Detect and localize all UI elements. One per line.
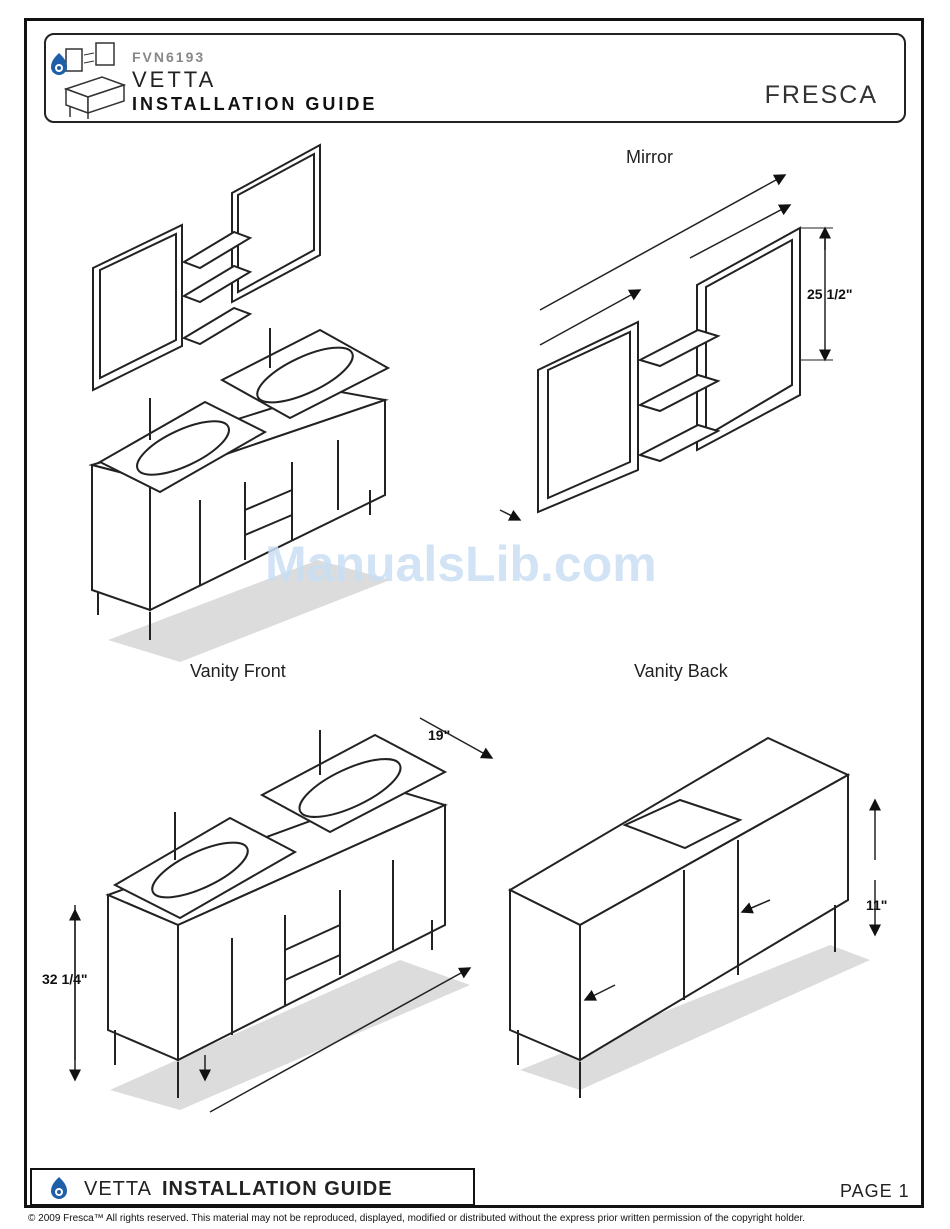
footer-guide-title: INSTALLATION GUIDE [162, 1178, 393, 1200]
copyright-notice: © 2009 Fresca™ All rights reserved. This… [28, 1213, 806, 1224]
brand-name: FRESCA [764, 81, 878, 109]
vanity-back-label: Vanity Back [634, 661, 728, 681]
footer-title-box: VETTA INSTALLATION GUIDE [30, 1168, 475, 1206]
mirror-illustration [499, 174, 833, 521]
fresca-logo-icon [51, 1177, 67, 1199]
footer-series: VETTA [84, 1178, 152, 1200]
watermark-text: ManualsLib.com [265, 536, 657, 592]
mirror-label: Mirror [626, 147, 673, 167]
title-header: FVN6193 VETTA INSTALLATION GUIDE FRESCA [44, 33, 906, 123]
assembled-vanity-illustration [88, 143, 391, 662]
vanity-back-illustration [507, 736, 881, 1098]
mirror-height-dimension: 25 1/2" [807, 286, 853, 302]
vanity-height-dimension: 32 1/4" [42, 971, 88, 987]
page-number: PAGE 1 [840, 1181, 910, 1201]
fresca-logo-icon [51, 53, 67, 75]
page-frame [24, 18, 924, 1208]
guide-title: INSTALLATION GUIDE [132, 94, 378, 114]
vanity-depth-dimension: 19" [428, 727, 450, 743]
back-gap-dimension: 11" [866, 897, 887, 913]
vanity-front-illustration [69, 717, 494, 1113]
series-name: VETTA [132, 67, 217, 92]
vanity-front-label: Vanity Front [190, 661, 286, 681]
model-number: FVN6193 [132, 49, 206, 65]
product-thumbnail-icon [63, 42, 127, 119]
